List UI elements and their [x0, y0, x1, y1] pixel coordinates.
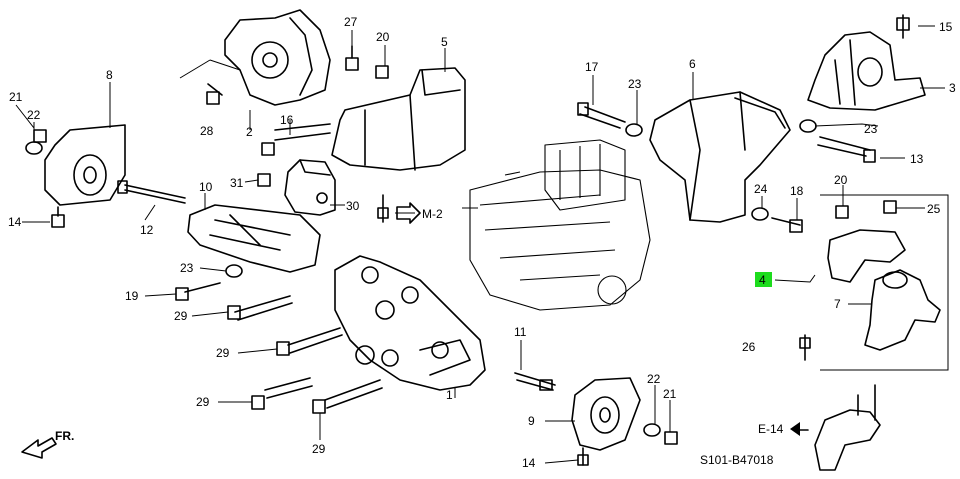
callout-22b: 22	[647, 372, 661, 386]
callout-31: 31	[230, 176, 244, 190]
callout-9: 9	[528, 414, 535, 428]
callout-15: 15	[939, 20, 953, 34]
part-30-bracket	[284, 159, 345, 216]
callout-4: 4	[759, 273, 766, 287]
callout-19: 19	[125, 289, 139, 303]
callout-2: 2	[246, 125, 253, 139]
callout-24: 24	[754, 182, 768, 196]
small-fasteners	[25, 14, 910, 466]
callout-12: 12	[140, 223, 154, 237]
callout-23a: 23	[180, 261, 194, 275]
part-3-mount	[807, 31, 945, 111]
callout-labels: 1 2 3 4 5 6 7 8 9 10 11 12 13 14 14 15 1…	[8, 15, 956, 470]
callout-23b: 23	[628, 77, 642, 91]
callout-8: 8	[106, 68, 113, 82]
callout-21a: 21	[9, 90, 23, 104]
callout-5: 5	[441, 35, 448, 49]
callout-14a: 14	[8, 215, 22, 229]
ref-m2: M-2	[422, 207, 443, 221]
callout-20a: 20	[376, 30, 390, 44]
callout-1: 1	[446, 388, 453, 402]
callout-29a: 29	[174, 309, 188, 323]
part-2-mount	[224, 9, 331, 130]
callout-28: 28	[200, 124, 214, 138]
callout-7: 7	[834, 297, 841, 311]
arrows	[21, 202, 800, 459]
long-bolts	[117, 102, 876, 414]
ref-e14: E-14	[758, 422, 784, 436]
callout-11: 11	[514, 325, 527, 339]
callout-27: 27	[344, 15, 358, 29]
e14-bracket	[794, 384, 881, 471]
e14-arrow-icon	[790, 422, 800, 436]
callout-10: 10	[199, 180, 213, 194]
part-9-mount	[545, 377, 641, 451]
callout-16: 16	[280, 113, 294, 127]
leader-lines	[15, 25, 935, 464]
callout-29d: 29	[312, 442, 326, 456]
part-5-bracket	[331, 48, 466, 171]
part-4-assembly	[774, 194, 949, 371]
callout-13: 13	[910, 152, 924, 166]
callout-26: 26	[742, 340, 756, 354]
engine-block	[462, 139, 651, 311]
part-8-mount	[44, 82, 126, 206]
part-1-bracket	[334, 255, 486, 398]
callout-22a: 22	[27, 108, 41, 122]
part-6-mount	[649, 72, 791, 223]
part-10-mount	[187, 193, 321, 273]
callout-14b: 14	[522, 456, 536, 470]
callout-3: 3	[949, 81, 956, 95]
callout-20b: 20	[834, 173, 848, 187]
callout-25: 25	[927, 202, 941, 216]
callout-4-highlight	[755, 272, 772, 287]
m2-arrow-icon	[396, 202, 421, 224]
front-arrow-icon	[21, 437, 57, 459]
callout-29c: 29	[196, 395, 210, 409]
diagram-code: S101-B47018	[700, 453, 774, 467]
callout-30: 30	[346, 199, 360, 213]
callout-23c: 23	[864, 122, 878, 136]
callout-18: 18	[790, 184, 804, 198]
callout-6: 6	[689, 57, 696, 71]
callout-29b: 29	[216, 346, 230, 360]
callout-17: 17	[585, 60, 599, 74]
callout-21b: 21	[663, 387, 677, 401]
front-label: FR.	[55, 429, 74, 443]
